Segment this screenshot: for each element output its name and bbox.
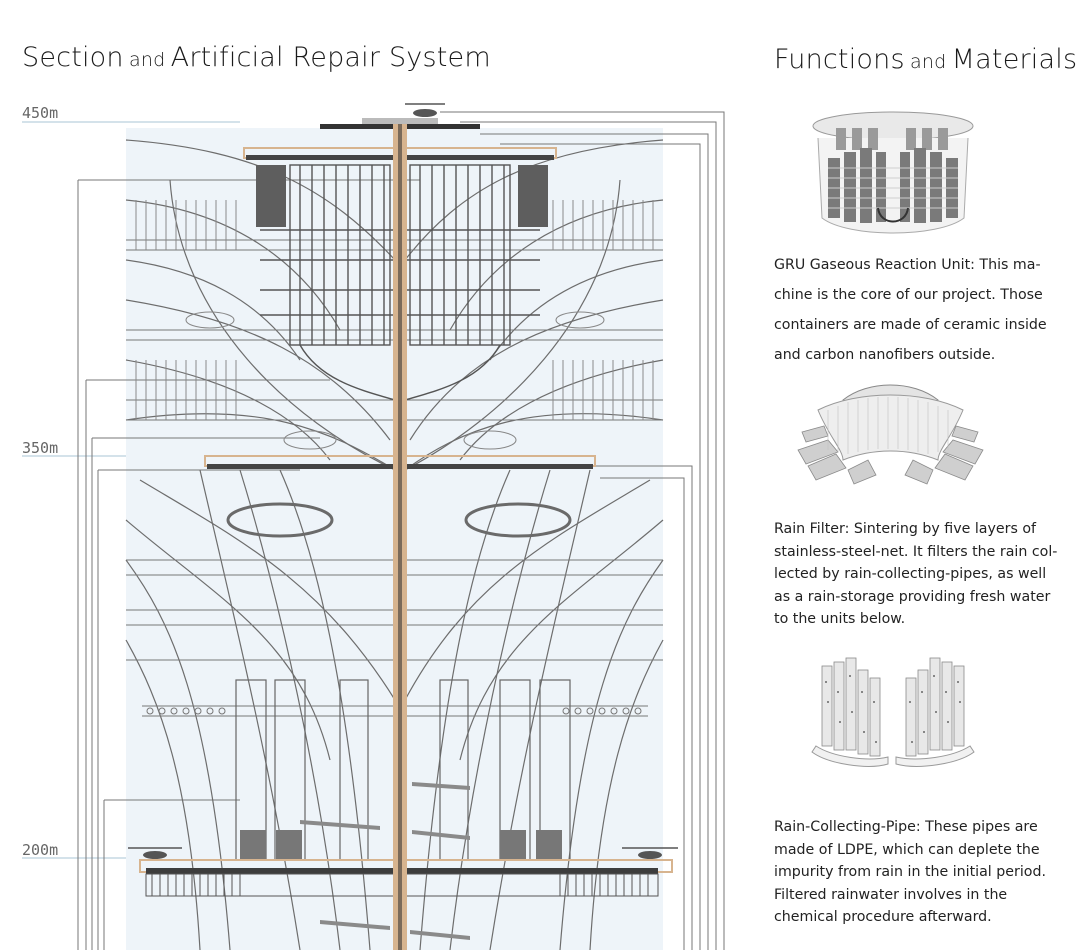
rain-pipe-description: Rain-Collecting-Pipe: These pipes are ma…: [774, 819, 1046, 925]
title-word: Functions: [774, 44, 905, 75]
title-word: Artificial Repair System: [170, 42, 491, 73]
title-joiner: and: [129, 49, 166, 71]
gru-description: GRU Gaseous Reaction Unit: This ma-chine…: [774, 257, 1047, 363]
functions-title: Functions and Materials: [774, 44, 1077, 75]
rain-collecting-pipe-illustration: [811, 657, 975, 767]
rain-filter-illustration: [797, 384, 984, 485]
title-joiner: and: [910, 51, 947, 73]
height-marker-200: 200m: [22, 841, 59, 859]
gas-reaction-unit-illustration: [812, 111, 974, 234]
tower-section-drawing: [22, 103, 725, 950]
height-marker-450: 450m: [22, 104, 59, 122]
section-title: Section and Artificial Repair System: [22, 42, 491, 73]
height-marker-350: 350m: [22, 439, 59, 457]
title-word: Section: [22, 42, 124, 73]
rain-filter-description: Rain Filter: Sintering by five layers of…: [774, 521, 1058, 627]
title-word: Materials: [951, 44, 1078, 75]
